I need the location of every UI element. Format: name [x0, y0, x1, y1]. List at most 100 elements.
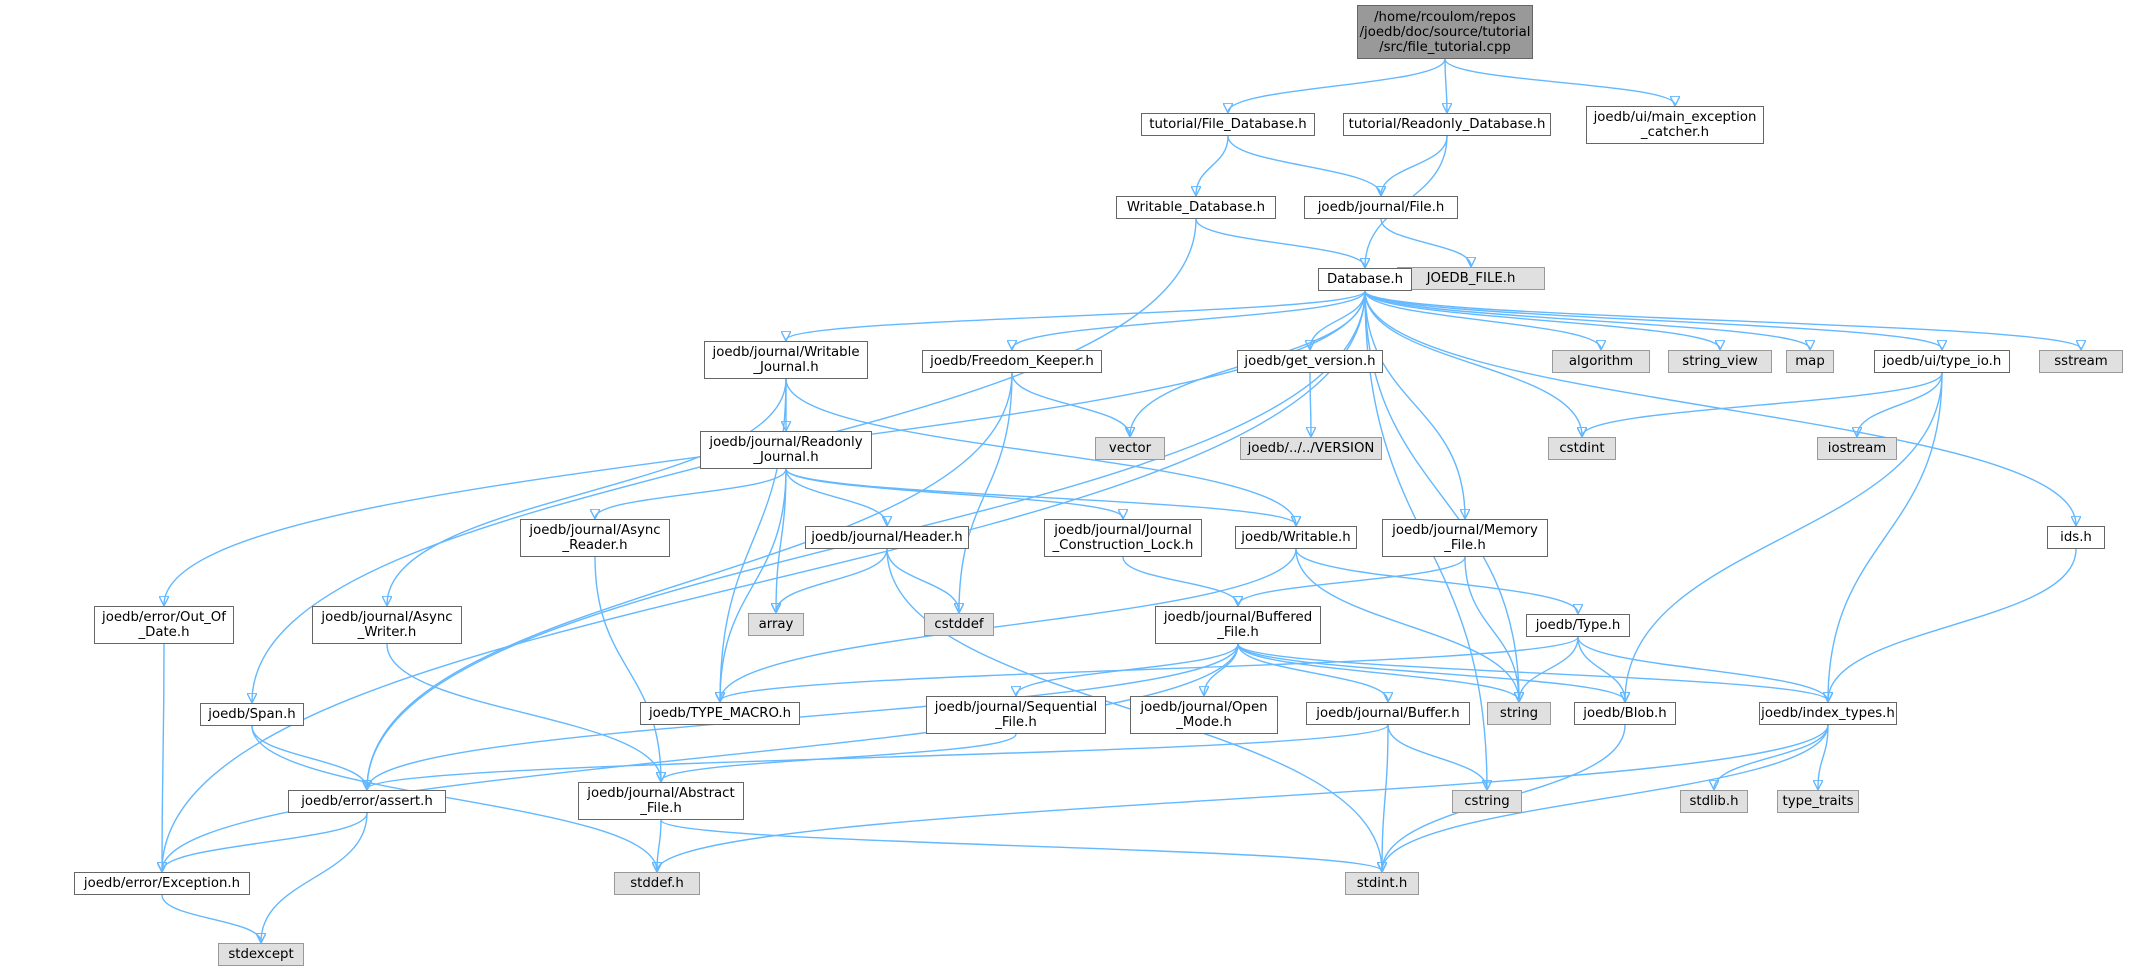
- edge-file-tutorial-to-tut-file-db: [1228, 58, 1446, 112]
- node-vector: vector: [1095, 437, 1165, 460]
- edge-tut-file-db-to-writable-db: [1196, 135, 1229, 195]
- edge-writable-db-to-database: [1195, 218, 1365, 267]
- node-iostream: iostream: [1817, 437, 1897, 460]
- node-async-writer[interactable]: joedb/journal/Async _Writer.h: [312, 606, 462, 644]
- edge-out-of-date-to-exception: [162, 643, 164, 871]
- edge-ids-to-index-types: [1828, 548, 2077, 701]
- edge-type-h-to-index-types: [1577, 636, 1828, 701]
- node-type-macro[interactable]: joedb/TYPE_MACRO.h: [640, 702, 800, 725]
- edge-database-to-freedom-keeper: [1012, 290, 1366, 349]
- node-algorithm: algorithm: [1552, 350, 1650, 373]
- edge-type-io-to-index-types: [1828, 372, 1943, 701]
- node-writable-journal[interactable]: joedb/journal/Writable _Journal.h: [704, 341, 868, 379]
- node-async-reader[interactable]: joedb/journal/Async _Reader.h: [520, 519, 670, 557]
- edge-database-to-sstream: [1364, 290, 2081, 349]
- node-ids[interactable]: ids.h: [2047, 526, 2105, 549]
- edge-readonly-journal-to-async-reader: [595, 468, 787, 518]
- node-header[interactable]: joedb/journal/Header.h: [805, 526, 969, 549]
- edge-header-to-array: [776, 548, 888, 612]
- edge-type-io-to-cstdint: [1582, 372, 1943, 436]
- edge-freedom-keeper-to-cstddef: [959, 372, 1013, 612]
- edge-span-to-stddef: [251, 725, 657, 871]
- edge-index-types-to-stdlib: [1714, 724, 1829, 789]
- edge-type-io-to-blob: [1625, 372, 1943, 701]
- edge-database-to-memory-file: [1364, 290, 1465, 518]
- node-type-io[interactable]: joedb/ui/type_io.h: [1874, 350, 2010, 373]
- node-stdlib: stdlib.h: [1680, 790, 1748, 813]
- edge-readonly-journal-to-type-macro: [720, 468, 787, 701]
- edge-database-to-type-io: [1364, 290, 1942, 349]
- edge-sequential-file-to-abstract-file: [661, 733, 1017, 781]
- node-database[interactable]: Database.h: [1318, 268, 1412, 291]
- edge-database-to-writable-journal: [786, 290, 1366, 340]
- node-abstract-file[interactable]: joedb/journal/Abstract _File.h: [578, 782, 744, 820]
- node-main-exc[interactable]: joedb/ui/main_exception _catcher.h: [1586, 106, 1764, 144]
- node-buffered-file[interactable]: joedb/journal/Buffered _File.h: [1155, 606, 1321, 644]
- edge-writable-to-type-macro: [720, 548, 1297, 701]
- node-joedb-file-h: JOEDB_FILE.h: [1397, 267, 1545, 290]
- node-journal-construction-lock[interactable]: joedb/journal/Journal _Construction_Lock…: [1044, 519, 1202, 557]
- node-span[interactable]: joedb/Span.h: [200, 703, 304, 726]
- edge-index-types-to-type-traits: [1818, 724, 1829, 789]
- node-assert[interactable]: joedb/error/assert.h: [288, 790, 446, 813]
- edge-file-tutorial-to-tut-readonly-db: [1445, 58, 1447, 112]
- edge-index-types-to-stdint: [1382, 724, 1829, 871]
- node-writable-db[interactable]: Writable_Database.h: [1116, 196, 1276, 219]
- edge-writable-journal-to-writable: [785, 378, 1296, 525]
- node-freedom-keeper[interactable]: joedb/Freedom_Keeper.h: [922, 350, 1102, 373]
- edge-database-to-algorithm: [1364, 290, 1601, 349]
- edge-exception-to-stdexcept: [161, 894, 261, 942]
- node-index-types[interactable]: joedb/index_types.h: [1759, 702, 1897, 725]
- node-exception[interactable]: joedb/error/Exception.h: [74, 872, 250, 895]
- edge-database-to-string-view: [1364, 290, 1720, 349]
- edge-abstract-file-to-stddef: [657, 819, 661, 871]
- node-blob[interactable]: joedb/Blob.h: [1574, 702, 1676, 725]
- edge-span-to-assert: [251, 725, 367, 789]
- edge-tut-file-db-to-journal-file: [1227, 135, 1381, 195]
- edge-database-to-cstdint: [1364, 290, 1582, 436]
- edge-file-tutorial-to-main-exc: [1444, 58, 1675, 105]
- edge-buffered-file-to-open-mode: [1204, 643, 1239, 695]
- node-sequential-file[interactable]: joedb/journal/Sequential _File.h: [926, 696, 1106, 734]
- edge-database-to-exception: [162, 290, 1366, 871]
- node-sstream: sstream: [2039, 350, 2123, 373]
- edge-buffered-file-to-assert: [367, 643, 1239, 789]
- node-tut-readonly-db[interactable]: tutorial/Readonly_Database.h: [1343, 113, 1551, 136]
- node-buffer[interactable]: joedb/journal/Buffer.h: [1306, 702, 1470, 725]
- node-cstring: cstring: [1452, 790, 1522, 813]
- node-journal-file[interactable]: joedb/journal/File.h: [1304, 196, 1458, 219]
- edge-memory-file-to-string: [1464, 556, 1519, 701]
- edge-freedom-keeper-to-assert: [367, 372, 1013, 789]
- node-memory-file[interactable]: joedb/journal/Memory _File.h: [1382, 519, 1548, 557]
- edge-buffer-to-stdint: [1382, 724, 1389, 871]
- edge-readonly-journal-to-writable: [785, 468, 1296, 525]
- node-writable[interactable]: joedb/Writable.h: [1235, 526, 1357, 549]
- node-string: string: [1487, 702, 1551, 725]
- edge-assert-to-exception: [162, 812, 368, 871]
- edge-journal-construction-lock-to-buffered-file: [1122, 556, 1238, 605]
- node-get-version[interactable]: joedb/get_version.h: [1237, 350, 1383, 373]
- node-out-of-date[interactable]: joedb/error/Out_Of _Date.h: [94, 606, 234, 644]
- node-tut-file-db[interactable]: tutorial/File_Database.h: [1141, 113, 1315, 136]
- node-map: map: [1786, 350, 1834, 373]
- edge-readonly-journal-to-header: [785, 468, 887, 525]
- edge-buffered-file-to-buffer: [1237, 643, 1388, 701]
- edge-abstract-file-to-stdint: [660, 819, 1382, 871]
- edge-journal-file-to-joedb-file-h: [1380, 218, 1471, 266]
- node-stdint: stdint.h: [1345, 872, 1419, 895]
- edge-tut-readonly-db-to-journal-file: [1381, 135, 1448, 195]
- edge-buffered-file-to-index-types: [1237, 643, 1828, 701]
- node-string-view: string_view: [1668, 350, 1772, 373]
- edge-header-to-cstddef: [886, 548, 959, 612]
- node-type-traits: type_traits: [1777, 790, 1859, 813]
- edge-assert-to-stdexcept: [261, 812, 368, 942]
- node-type-h[interactable]: joedb/Type.h: [1526, 614, 1630, 637]
- edge-buffered-file-to-exception: [162, 643, 1239, 871]
- node-readonly-journal[interactable]: joedb/journal/Readonly _Journal.h: [700, 431, 872, 469]
- edge-type-io-to-iostream: [1857, 372, 1943, 436]
- edge-writable-journal-to-async-writer: [387, 378, 787, 605]
- edge-buffer-to-assert: [367, 724, 1389, 789]
- node-open-mode[interactable]: joedb/journal/Open _Mode.h: [1130, 696, 1278, 734]
